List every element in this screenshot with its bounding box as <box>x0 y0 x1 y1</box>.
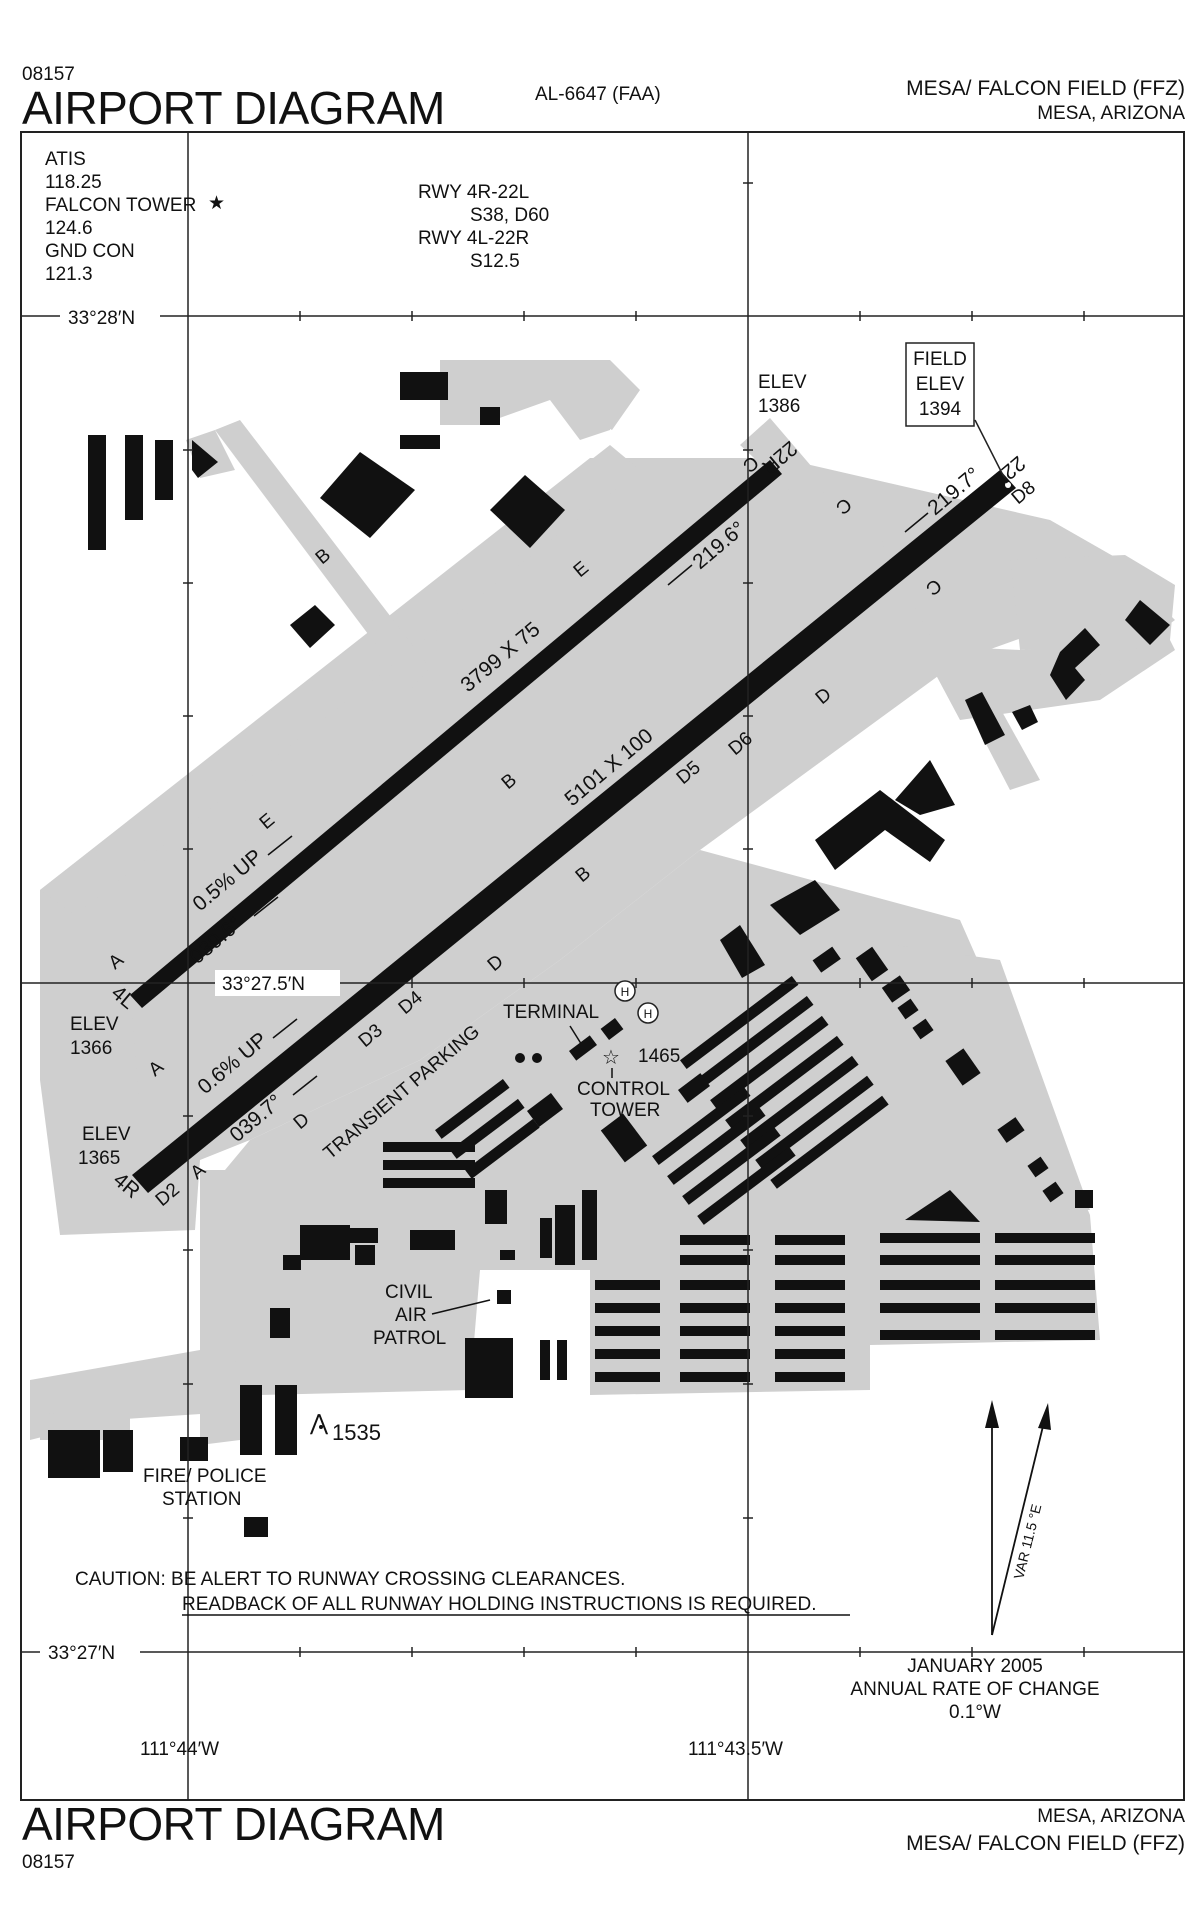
elev-22r-value: 1386 <box>758 396 800 417</box>
control-tower-line2: TOWER <box>590 1100 660 1121</box>
lat-top: 33°28′N <box>68 308 135 329</box>
true-north-arrowhead-icon <box>985 1400 999 1428</box>
lat-mid: 33°27.5′N <box>222 974 305 995</box>
airport-name-top: MESA/ FALCON FIELD (FFZ) <box>906 77 1185 100</box>
grade-4r-arrow <box>272 1018 298 1039</box>
cap-line1: CIVIL <box>385 1282 433 1303</box>
graticule-ticks <box>183 182 1085 1657</box>
field-elev-line2: ELEV <box>916 374 965 395</box>
gnd-freq: 121.3 <box>45 264 93 285</box>
title-bottom: AIRPORT DIAGRAM <box>22 1798 445 1850</box>
terminal-leader <box>569 1025 586 1051</box>
cap-leader <box>431 1299 491 1315</box>
chart-id: AL-6647 (FAA) <box>535 84 661 105</box>
grade-4l-arrow <box>267 835 293 856</box>
elev-4r-label: ELEV <box>82 1124 131 1145</box>
tower-star-icon: ★ <box>208 193 225 214</box>
helipad-1-icon <box>614 980 636 1002</box>
lon-right: 111°43.5′W <box>688 1739 783 1760</box>
airport-name-bottom: MESA/ FALCON FIELD (FFZ) <box>906 1832 1185 1855</box>
caution-line2: READBACK OF ALL RUNWAY HOLDING INSTRUCTI… <box>182 1594 817 1615</box>
helipad-2-icon <box>637 1002 659 1024</box>
hdg-4l-arrow <box>253 896 279 917</box>
graticule <box>21 132 1184 1800</box>
field-elev-leader <box>974 419 1009 486</box>
runway-4r-22l <box>132 470 1016 1193</box>
obstacle-icon: ⋀ <box>309 1410 329 1435</box>
title-top: AIRPORT DIAGRAM <box>22 82 445 134</box>
hdg-22l-arrow <box>904 512 929 533</box>
helipad-1-label: H <box>621 985 630 999</box>
fire-police-line1: FIRE/ POLICE <box>143 1466 267 1487</box>
cap-line3: PATROL <box>373 1328 446 1349</box>
chart-frame <box>20 131 1185 1801</box>
elev-4r-value: 1365 <box>78 1148 120 1169</box>
control-tower-line1: CONTROL <box>577 1079 670 1100</box>
cap-line2: AIR <box>395 1305 427 1326</box>
chart-number-bottom: 08157 <box>22 1852 75 1873</box>
elev-4l-label: ELEV <box>70 1014 119 1035</box>
terminal-label: TERMINAL <box>503 1002 599 1023</box>
structures-layer <box>48 372 1170 1537</box>
elev-4l-value: 1366 <box>70 1038 112 1059</box>
rwy-info-line2: S38, D60 <box>470 205 549 226</box>
gnd-label: GND CON <box>45 241 135 262</box>
field-elev-value: 1394 <box>919 399 962 420</box>
caution-line1: CAUTION: BE ALERT TO RUNWAY CROSSING CLE… <box>75 1569 625 1590</box>
rwy-info-line4: S12.5 <box>470 251 520 272</box>
hdg-22r-arrow <box>667 564 693 586</box>
elev-22r-label: ELEV <box>758 372 807 393</box>
rwy-info-line1: RWY 4R-22L <box>418 182 529 203</box>
fire-police-line2: STATION <box>162 1489 242 1510</box>
tower-label: FALCON TOWER <box>45 195 196 216</box>
obstacle-elev: 1535 <box>332 1420 381 1445</box>
chart-number-top: 08157 <box>22 64 75 85</box>
control-tower-star-icon: ☆ <box>602 1047 620 1069</box>
city-state-bottom: MESA, ARIZONA <box>1037 1806 1185 1827</box>
runway-layer <box>130 460 1016 1193</box>
mag-rate-value: 0.1°W <box>949 1702 1001 1723</box>
atis-label: ATIS <box>45 149 86 170</box>
mag-date: JANUARY 2005 <box>907 1656 1043 1677</box>
lon-left: 111°44′W <box>140 1739 219 1760</box>
city-state-top: MESA, ARIZONA <box>1037 103 1185 124</box>
rwy-info-line3: RWY 4L-22R <box>418 228 529 249</box>
lat-bottom: 33°27′N <box>48 1643 115 1664</box>
field-elev-box <box>905 342 975 427</box>
field-elev-line1: FIELD <box>913 349 967 370</box>
control-tower-elev: 1465 <box>638 1046 680 1067</box>
north-arrow <box>985 1400 1051 1636</box>
magnetic-north-arrowhead-icon <box>1038 1403 1051 1430</box>
atis-freq: 118.25 <box>45 172 102 193</box>
hdg-4r-arrow <box>292 1075 318 1096</box>
mag-rate-label: ANNUAL RATE OF CHANGE <box>850 1679 1099 1700</box>
obstacle-dot <box>319 1425 323 1429</box>
runway-4l-22r <box>130 460 782 1008</box>
field-elev-point <box>1005 482 1011 488</box>
tower-freq: 124.6 <box>45 218 93 239</box>
helipad-2-label: H <box>644 1007 653 1021</box>
